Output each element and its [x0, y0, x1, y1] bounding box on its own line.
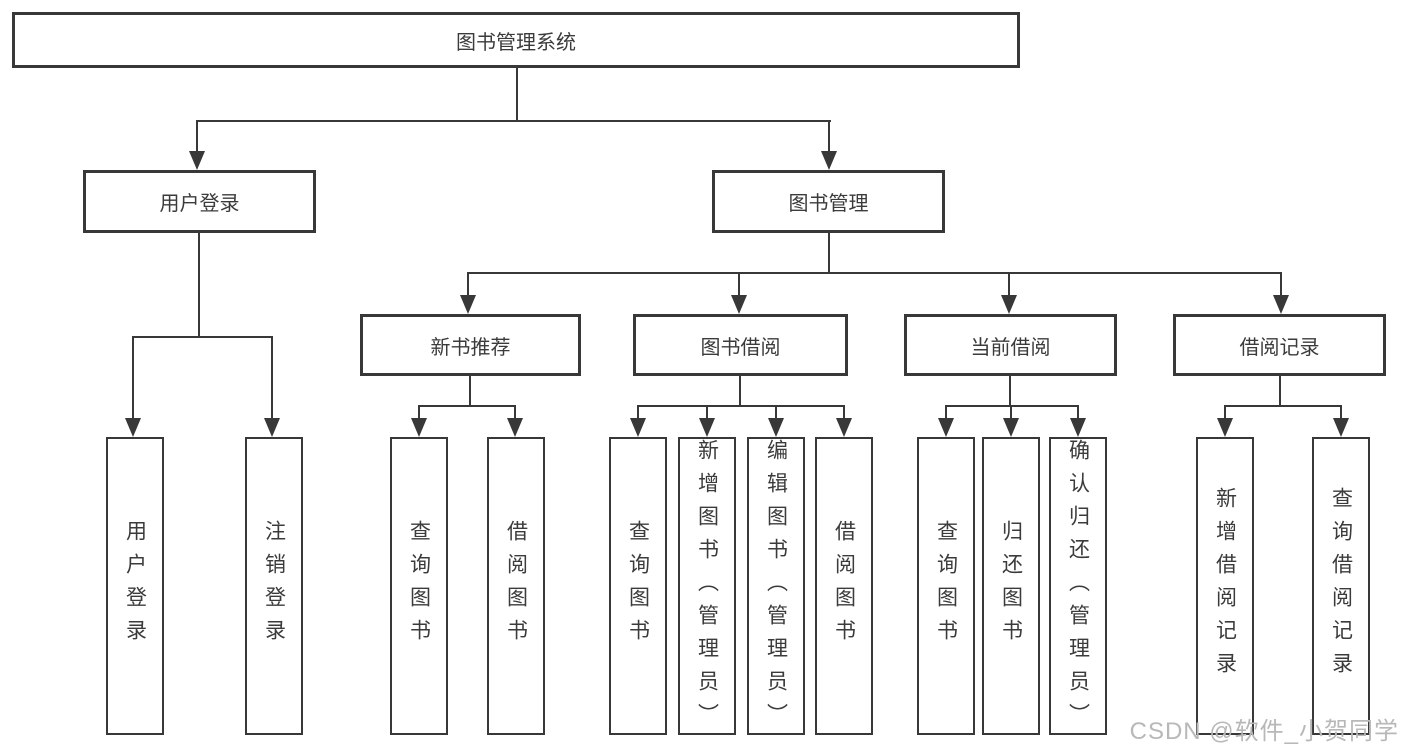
leaf-query-books-current: 查询图书: [917, 437, 975, 735]
leaf-query-books-borrowing: 查询图书: [609, 437, 667, 735]
connector-borrow-records-stem: [1279, 376, 1281, 405]
arrowhead-user-login: [189, 151, 205, 170]
arrowhead-e1: [1217, 418, 1233, 437]
connector-drop-login-leaf: [132, 336, 134, 421]
connector-drop-c4: [843, 405, 845, 420]
leaf-query-books-recommend: 查询图书: [390, 437, 448, 735]
arrowhead-b1: [411, 418, 427, 437]
arrowhead-b2: [507, 418, 523, 437]
connector-borrow-records-rail: [1224, 405, 1342, 407]
arrowhead-d1: [938, 418, 954, 437]
leaf-logout: 注销登录: [245, 437, 303, 735]
arrowhead-c2: [699, 418, 715, 437]
leaf-return-books: 归还图书: [982, 437, 1040, 735]
arrowhead-borrow-records: [1273, 295, 1289, 314]
node-borrowing-records: 借阅记录: [1173, 314, 1386, 376]
connector-book-borrow-stem: [739, 376, 741, 405]
arrowhead-e2: [1333, 418, 1349, 437]
node-book-borrowing: 图书借阅: [633, 314, 848, 376]
connector-drop-c3: [775, 405, 777, 420]
arrowhead-new-books: [460, 295, 476, 314]
connector-drop-e1: [1224, 405, 1226, 420]
connector-drop-c1: [637, 405, 639, 420]
arrowhead-login-leaf: [125, 418, 141, 437]
connector-user-login-rail: [132, 336, 273, 338]
watermark: CSDN @软件_小贺同学: [1129, 718, 1399, 745]
connector-drop-d3: [1077, 405, 1079, 420]
connector-current-borrow-rail: [945, 405, 1079, 407]
leaf-query-borrow-record: 查询借阅记录: [1312, 437, 1370, 735]
arrowhead-d3: [1070, 418, 1086, 437]
connector-new-books-stem: [469, 376, 471, 405]
connector-drop-e2: [1340, 405, 1342, 420]
node-library-management-system: 图书管理系统: [12, 12, 1020, 68]
connector-drop-d1: [945, 405, 947, 420]
leaf-confirm-return-admin: 确认归还（管理员）: [1049, 437, 1107, 736]
connector-book-management-stem: [828, 233, 830, 272]
connector-drop-d2: [1010, 405, 1012, 420]
node-book-management-group: 图书管理: [712, 170, 945, 233]
connector-current-borrow-stem: [1009, 376, 1011, 405]
connector-new-books-rail: [418, 405, 516, 407]
connector-book-borrow-rail: [637, 405, 845, 407]
connector-level2-rail: [467, 272, 1282, 274]
connector-level1-rail: [196, 120, 831, 122]
connector-drop-b2: [514, 405, 516, 420]
leaf-edit-books-admin: 编辑图书（管理员）: [747, 437, 805, 736]
leaf-borrow-books-borrowing: 借阅图书: [815, 437, 873, 735]
arrowhead-d2: [1003, 418, 1019, 437]
arrowhead-logout-leaf: [264, 418, 280, 437]
arrowhead-book-borrow: [731, 295, 747, 314]
connector-drop-borrow-records: [1280, 272, 1282, 298]
arrowhead-c4: [836, 418, 852, 437]
connector-drop-logout-leaf: [271, 336, 273, 421]
connector-root-stem: [516, 68, 518, 120]
node-new-book-recommend: 新书推荐: [360, 314, 581, 376]
connector-drop-b1: [418, 405, 420, 420]
connector-drop-current-borrow: [1008, 272, 1010, 298]
arrowhead-c3: [768, 418, 784, 437]
connector-drop-c2: [706, 405, 708, 420]
leaf-add-borrow-record: 新增借阅记录: [1196, 437, 1254, 735]
node-current-borrowing: 当前借阅: [904, 314, 1117, 376]
connector-drop-new-books: [467, 272, 469, 298]
connector-drop-book-management: [828, 120, 830, 152]
arrowhead-current-borrow: [1001, 295, 1017, 314]
leaf-borrow-books-recommend: 借阅图书: [487, 437, 545, 735]
arrowhead-c1: [630, 418, 646, 437]
leaf-user-login: 用户登录: [106, 437, 164, 735]
connector-user-login-stem: [198, 233, 200, 336]
arrowhead-book-management: [821, 151, 837, 170]
connector-drop-book-borrow: [738, 272, 740, 298]
connector-drop-user-login: [196, 120, 198, 152]
node-user-login-group: 用户登录: [83, 170, 316, 233]
leaf-add-books-admin: 新增图书（管理员）: [678, 437, 736, 736]
